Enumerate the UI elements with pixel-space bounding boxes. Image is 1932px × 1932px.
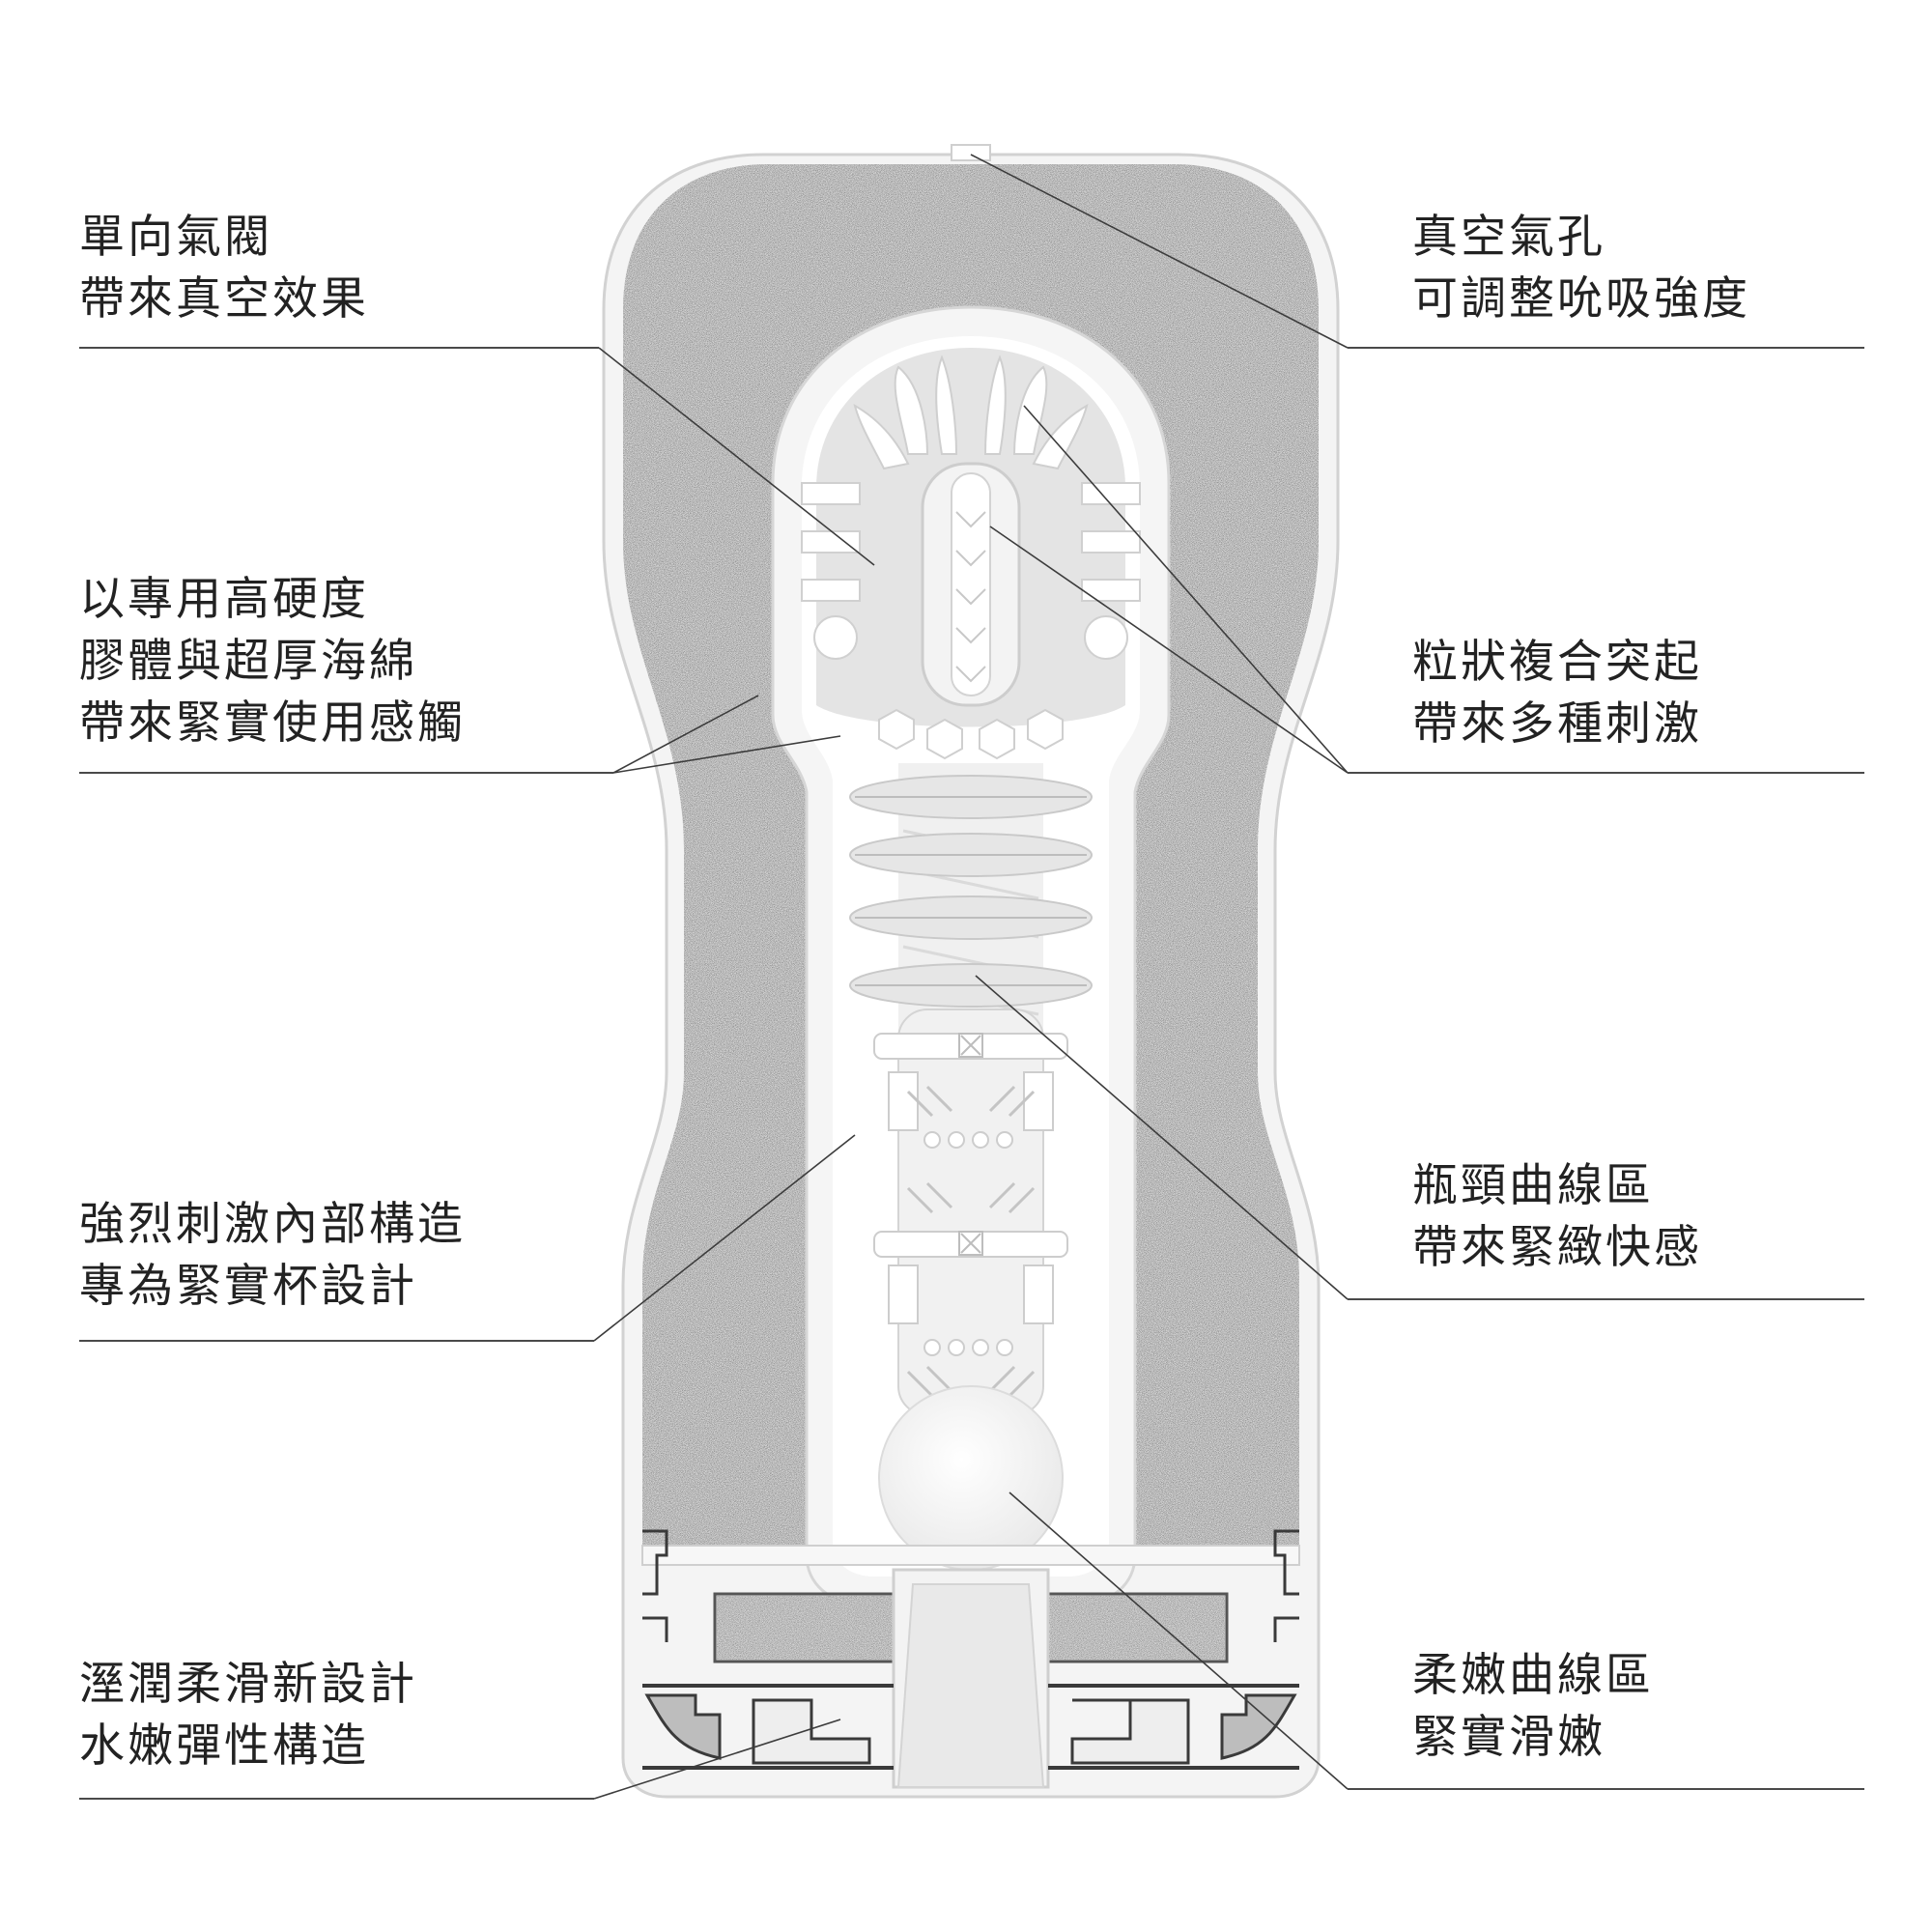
callout-soft-curve: 柔嫩曲線區 緊實滑嫩 xyxy=(1412,1645,1654,1769)
callout-line: 緊實滑嫩 xyxy=(1412,1711,1605,1764)
callout-high-hardness: 以專用高硬度 膠體與超厚海綿 帶來緊實使用感觸 xyxy=(79,569,466,754)
callout-line: 瓶頸曲線區 xyxy=(1412,1159,1654,1212)
callout-line: 真空氣孔 xyxy=(1412,211,1605,264)
callout-line: 帶來真空效果 xyxy=(79,272,369,326)
callout-rule-soft-curve xyxy=(1348,1788,1864,1790)
callout-line: 溼潤柔滑新設計 xyxy=(79,1658,417,1711)
callout-rule-air-valve xyxy=(79,347,599,349)
callout-line: 強烈刺激內部構造 xyxy=(79,1198,466,1251)
callout-rule-high-hardness xyxy=(79,772,613,774)
callout-rule-granular-bumps xyxy=(1348,772,1864,774)
callout-line: 專為緊實杯設計 xyxy=(79,1260,417,1313)
callout-line: 單向氣閥 xyxy=(79,211,272,264)
leader-high-hardness-foam xyxy=(612,695,759,774)
leader-elastic-structure xyxy=(593,1719,841,1800)
callout-inner-structure: 強烈刺激內部構造 專為緊實杯設計 xyxy=(79,1194,466,1318)
leader-lines xyxy=(593,154,1349,1800)
callout-line: 柔嫩曲線區 xyxy=(1412,1649,1654,1702)
callout-air-valve: 單向氣閥 帶來真空效果 xyxy=(79,207,369,330)
callout-line: 可調整吮吸強度 xyxy=(1412,272,1750,326)
leader-air-valve xyxy=(598,347,875,566)
callout-bottleneck-curve: 瓶頸曲線區 帶來緊緻快感 xyxy=(1412,1155,1702,1279)
callout-line: 膠體與超厚海綿 xyxy=(79,635,417,688)
leader-bottleneck-curve xyxy=(975,975,1349,1300)
callout-line: 水嫩彈性構造 xyxy=(79,1719,369,1773)
callout-vacuum-hole: 真空氣孔 可調整吮吸強度 xyxy=(1412,207,1750,330)
callout-rule-vacuum-hole xyxy=(1348,347,1864,349)
callout-line: 以專用高硬度 xyxy=(79,573,369,626)
callout-rule-inner-structure xyxy=(79,1340,594,1342)
callout-line: 帶來緊緻快感 xyxy=(1412,1221,1702,1274)
callout-rule-elastic-structure xyxy=(79,1798,594,1800)
vacuum-hole-notch xyxy=(951,144,991,161)
top-granular-region xyxy=(801,348,1141,760)
ribbed-bottleneck xyxy=(849,763,1093,1043)
leader-inner-structure xyxy=(593,1134,856,1342)
leader-granular-bumps-b xyxy=(989,526,1349,774)
leader-high-hardness-gel xyxy=(612,735,841,774)
leader-granular-bumps-a xyxy=(1023,405,1349,774)
callout-elastic-structure: 溼潤柔滑新設計 水嫩彈性構造 xyxy=(79,1654,417,1777)
callout-line: 帶來緊實使用感觸 xyxy=(79,696,466,750)
callout-rule-bottleneck-curve xyxy=(1348,1298,1864,1300)
callout-line: 粒狀複合突起 xyxy=(1412,636,1702,689)
leader-soft-curve xyxy=(1009,1492,1349,1790)
callout-granular-bumps: 粒狀複合突起 帶來多種刺激 xyxy=(1412,632,1702,755)
callout-line: 帶來多種刺激 xyxy=(1412,697,1702,751)
leader-vacuum-hole xyxy=(970,154,1349,349)
inner-spike-structure xyxy=(873,1009,1068,1571)
base-cap xyxy=(641,1529,1300,1789)
